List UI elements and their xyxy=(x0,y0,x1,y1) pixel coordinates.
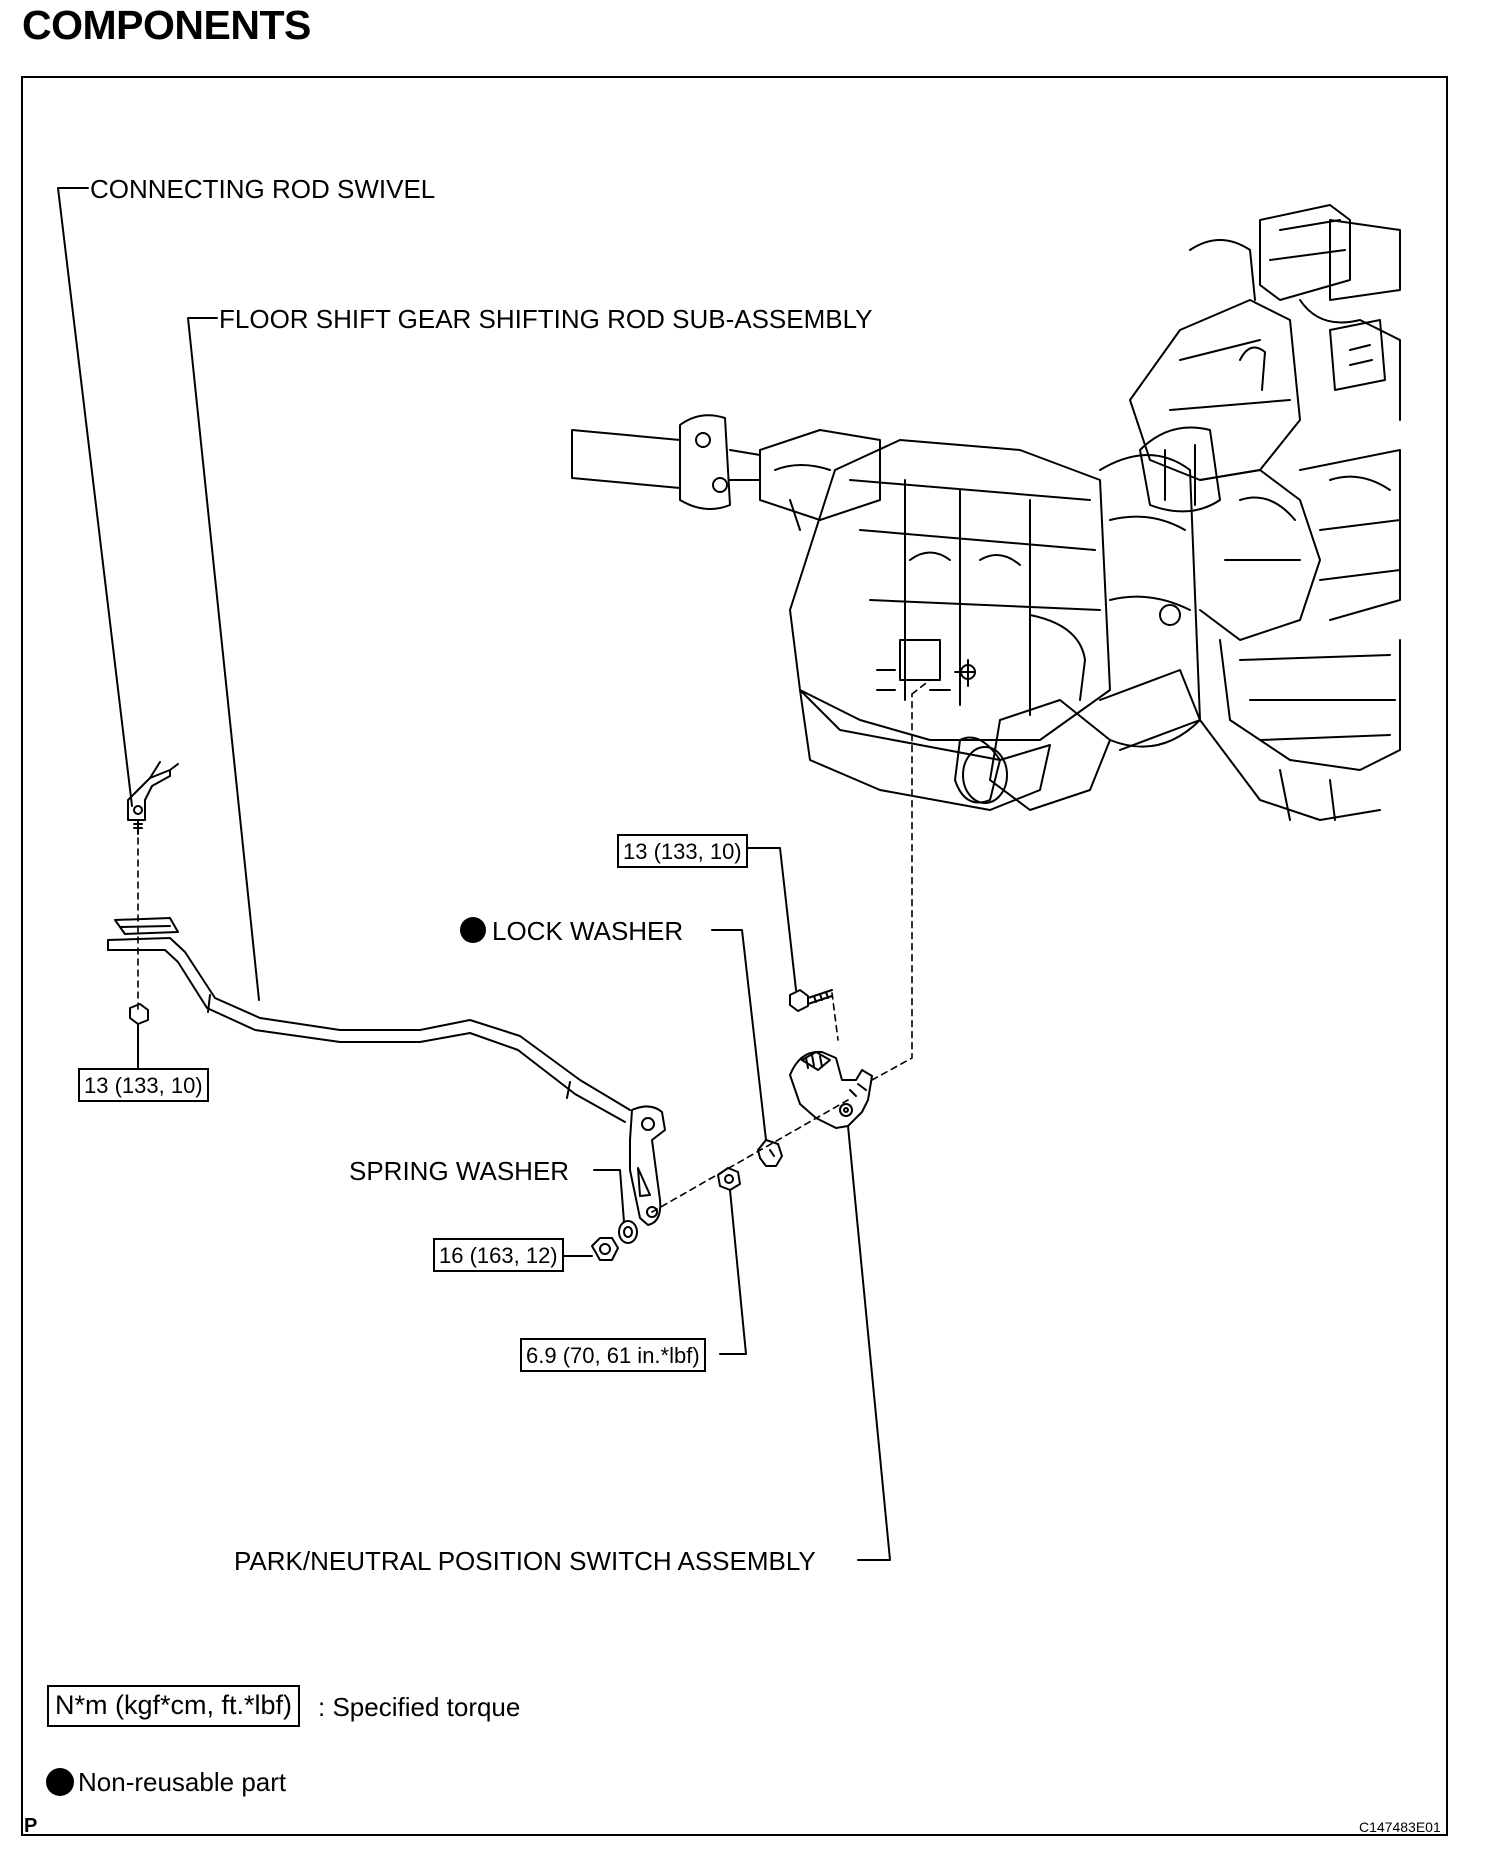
leader-lock-washer xyxy=(711,929,767,1141)
switch-nut xyxy=(717,1167,741,1191)
label-pnp-switch: PARK/NEUTRAL POSITION SWITCH ASSEMBLY xyxy=(234,1546,816,1576)
label-lock-washer: LOCK WASHER xyxy=(492,916,684,946)
leader-connecting-rod-swivel xyxy=(57,187,133,807)
leader-switch-nut xyxy=(719,1189,747,1355)
torque-lever-nut: 16 (163, 12) xyxy=(433,1238,564,1273)
switch-bolt xyxy=(789,989,833,1012)
torque-switch-bolt: 13 (133, 10) xyxy=(617,834,748,869)
label-floor-shift-rod: FLOOR SHIFT GEAR SHIFTING ROD SUB-ASSEMB… xyxy=(219,304,873,334)
non-reusable-part-icon xyxy=(46,1768,74,1796)
swivel-nut xyxy=(129,1003,149,1025)
leader-floor-shift-rod xyxy=(187,317,260,1001)
park-neutral-switch xyxy=(789,1050,873,1129)
non-reusable-part-icon xyxy=(460,917,486,943)
connecting-rod-swivel xyxy=(127,761,179,835)
label-connecting-rod-swivel: CONNECTING ROD SWIVEL xyxy=(90,174,436,204)
figure-id: C147483E01 xyxy=(1359,1819,1441,1835)
diagram-frame xyxy=(21,76,1448,1836)
legend-torque-box: N*m (kgf*cm, ft.*lbf) xyxy=(47,1685,301,1728)
shift-lever xyxy=(629,1105,666,1226)
legend-nonreusable-desc: Non-reusable part xyxy=(78,1767,287,1797)
switch-transmission-dashed-line xyxy=(871,693,913,1081)
torque-switch-nut: 6.9 (70, 61 in.*lbf) xyxy=(520,1338,706,1373)
section-mark: P xyxy=(24,1815,38,1837)
leader-switch-bolt xyxy=(743,847,797,991)
legend-nonreusable: Non-reusable part xyxy=(46,1768,286,1796)
lever-nut xyxy=(591,1237,619,1261)
legend-torque-desc: : Specified torque xyxy=(318,1692,521,1722)
label-spring-washer: SPRING WASHER xyxy=(349,1156,570,1186)
bolt-dashed-line xyxy=(831,992,839,1041)
transmission-illustration xyxy=(571,204,1401,821)
torque-swivel-nut: 13 (133, 10) xyxy=(78,1068,209,1103)
floor-shift-rod xyxy=(107,917,631,1123)
lever-switch-dashed-line xyxy=(651,1099,849,1213)
page-title: COMPONENTS xyxy=(22,2,311,48)
leader-spring-washer xyxy=(593,1169,625,1223)
leader-pnp-switch xyxy=(847,1125,891,1561)
spring-washer xyxy=(618,1220,638,1244)
